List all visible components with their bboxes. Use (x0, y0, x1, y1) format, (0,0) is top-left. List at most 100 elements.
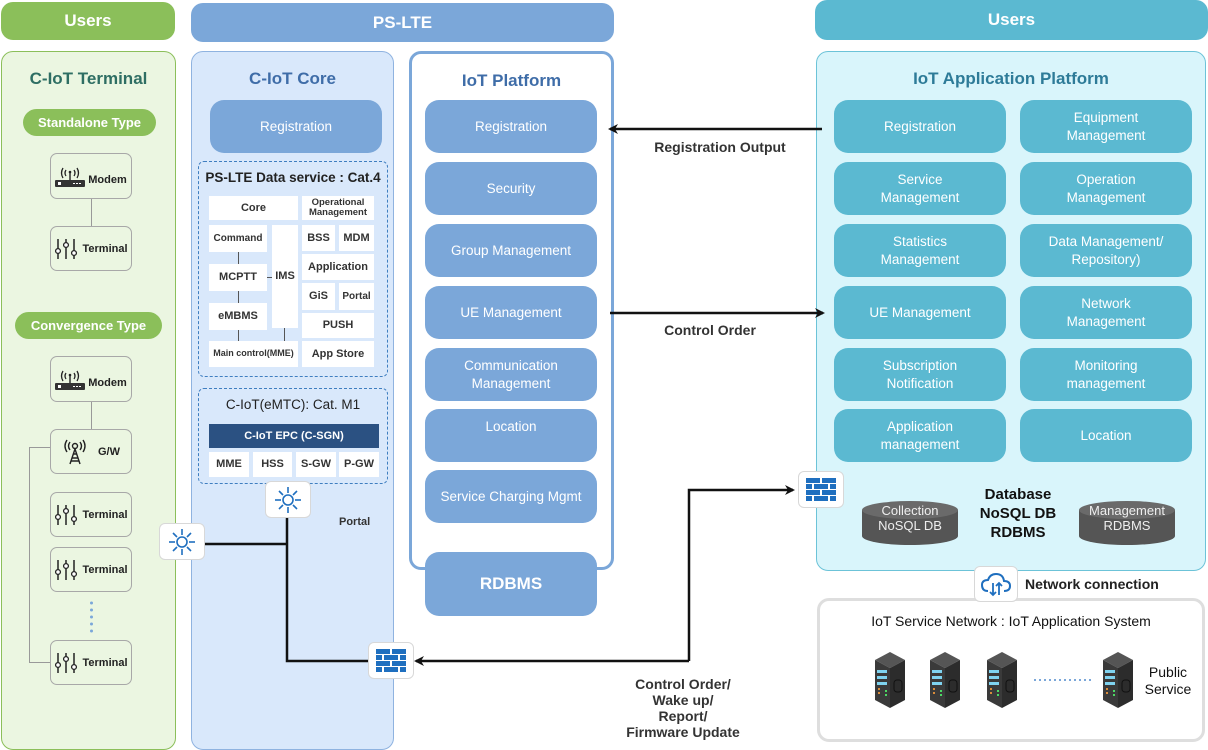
panel-title: IoT Platform (461, 71, 562, 90)
cell-embms: eMBMS (209, 303, 267, 330)
platform-communication-management[interactable]: Communication Management (425, 348, 597, 401)
bottom-flow-label: Control Order/ Wake up/ Report/ Firmware… (608, 676, 758, 740)
portal-label: Portal (339, 516, 371, 528)
db-label: Collection (881, 503, 939, 518)
app-network-management[interactable]: Network Management (1020, 286, 1192, 339)
cell-bss: BSS (302, 225, 335, 251)
cell-app-store: App Store (302, 341, 374, 367)
connector-line (238, 291, 239, 303)
more-devices-dots (90, 601, 93, 633)
convergence-type-label: Convergence Type (15, 312, 162, 339)
firewall-icon-box-core[interactable] (368, 642, 414, 679)
hub-icon-box-terminal[interactable] (159, 523, 205, 560)
cell-mdm: MDM (339, 225, 374, 251)
gateway-tower-icon (64, 439, 86, 464)
app-equipment-management[interactable]: Equipment Management (1020, 100, 1192, 153)
device-label: Modem (88, 377, 127, 389)
database-type: NoSQL DB (979, 504, 1057, 522)
cell-mme: MME (209, 452, 249, 477)
device-modem[interactable]: Modem (50, 153, 132, 199)
hub-icon-box-core[interactable] (265, 481, 311, 518)
cell-main-control: Main control(MME) (209, 341, 298, 367)
connector-line (29, 662, 50, 663)
platform-rdbms[interactable]: RDBMS (425, 552, 597, 616)
device-modem[interactable]: Modem (50, 356, 132, 402)
ps-lte-data-service-group (198, 161, 388, 377)
server-icon[interactable] (928, 650, 962, 710)
hub-icon (275, 486, 301, 513)
connector-line (91, 198, 92, 226)
device-label: Modem (88, 174, 127, 186)
cloud-network-icon-box[interactable] (974, 566, 1018, 602)
platform-location[interactable]: Location (425, 409, 597, 462)
connector-line (29, 447, 50, 448)
service-network-title: IoT Service Network : IoT Application Sy… (871, 613, 1151, 629)
app-data-management[interactable]: Data Management/ Repository) (1020, 224, 1192, 277)
connector-line (29, 447, 30, 663)
public-service-label: Public Service (1140, 664, 1196, 698)
cell-application: Application (302, 254, 374, 280)
flow-line: Wake up/ (652, 692, 714, 709)
device-terminal[interactable]: Terminal (50, 492, 132, 537)
platform-service-charging[interactable]: Service Charging Mgmt (425, 470, 597, 523)
device-terminal[interactable]: Terminal (50, 226, 132, 271)
firewall-icon (806, 477, 836, 501)
core-registration[interactable]: Registration (210, 100, 382, 153)
terminal-icon (55, 238, 78, 259)
device-terminal[interactable]: Terminal (50, 547, 132, 592)
cell-operational-management: Operational Management (302, 196, 374, 220)
app-location[interactable]: Location (1020, 409, 1192, 462)
more-servers-dots (1034, 679, 1094, 681)
device-label: Terminal (82, 656, 128, 669)
db-label: Management (1089, 503, 1165, 518)
connector-line (91, 401, 92, 430)
modem-icon: Modem (55, 164, 127, 188)
app-application-management[interactable]: Application management (834, 409, 1006, 462)
cell-gis: GiS (302, 283, 335, 310)
terminal-icon (55, 559, 78, 580)
app-registration[interactable]: Registration (834, 100, 1006, 153)
server-icon[interactable] (985, 650, 1019, 710)
database-summary: Database NoSQL DB RDBMS (962, 486, 1074, 542)
terminal-icon (55, 504, 78, 525)
users-header-left: Users (1, 2, 175, 40)
flow-line: Firmware Update (626, 724, 740, 741)
firmware-flow-arrow-right (687, 485, 795, 661)
app-service-management[interactable]: Service Management (834, 162, 1006, 215)
connector-line (238, 252, 239, 264)
cell-p-gw: P-GW (339, 452, 379, 477)
flow-line: Report/ (658, 708, 708, 725)
platform-group-management[interactable]: Group Management (425, 224, 597, 277)
device-gateway[interactable]: G/W (50, 429, 132, 474)
public-service-line: Public (1148, 664, 1188, 680)
cell-portal: Portal (339, 283, 374, 310)
db-label: RDBMS (1103, 517, 1151, 533)
cell-push: PUSH (302, 313, 374, 338)
standalone-type-label: Standalone Type (23, 109, 156, 136)
firewall-icon-box-app[interactable] (798, 471, 844, 508)
platform-registration[interactable]: Registration (425, 100, 597, 153)
control-order-label: Control Order (664, 322, 756, 338)
device-label: G/W (98, 445, 120, 458)
server-icon[interactable] (873, 650, 907, 710)
terminal-icon (55, 652, 78, 673)
server-icon[interactable] (1101, 650, 1135, 710)
platform-ue-management[interactable]: UE Management (425, 286, 597, 339)
ps-lte-header: PS-LTE (191, 3, 614, 42)
panel-title: C-IoT Terminal (29, 69, 148, 88)
connector-line (267, 277, 272, 278)
database-title: Database (984, 486, 1052, 503)
firewall-icon (376, 648, 406, 672)
panel-title: IoT Application Platform (913, 69, 1109, 88)
device-terminal[interactable]: Terminal (50, 640, 132, 685)
app-subscription-notification[interactable]: Subscription Notification (834, 348, 1006, 401)
cell-ims: IMS (272, 225, 298, 328)
app-monitoring-management[interactable]: Monitoring management (1020, 348, 1192, 401)
platform-security[interactable]: Security (425, 162, 597, 215)
app-ue-management[interactable]: UE Management (834, 286, 1006, 339)
app-statistics-management[interactable]: Statistics Management (834, 224, 1006, 277)
c-iot-epc-bar: C-IoT EPC (C-SGN) (209, 424, 379, 448)
app-operation-management[interactable]: Operation Management (1020, 162, 1192, 215)
